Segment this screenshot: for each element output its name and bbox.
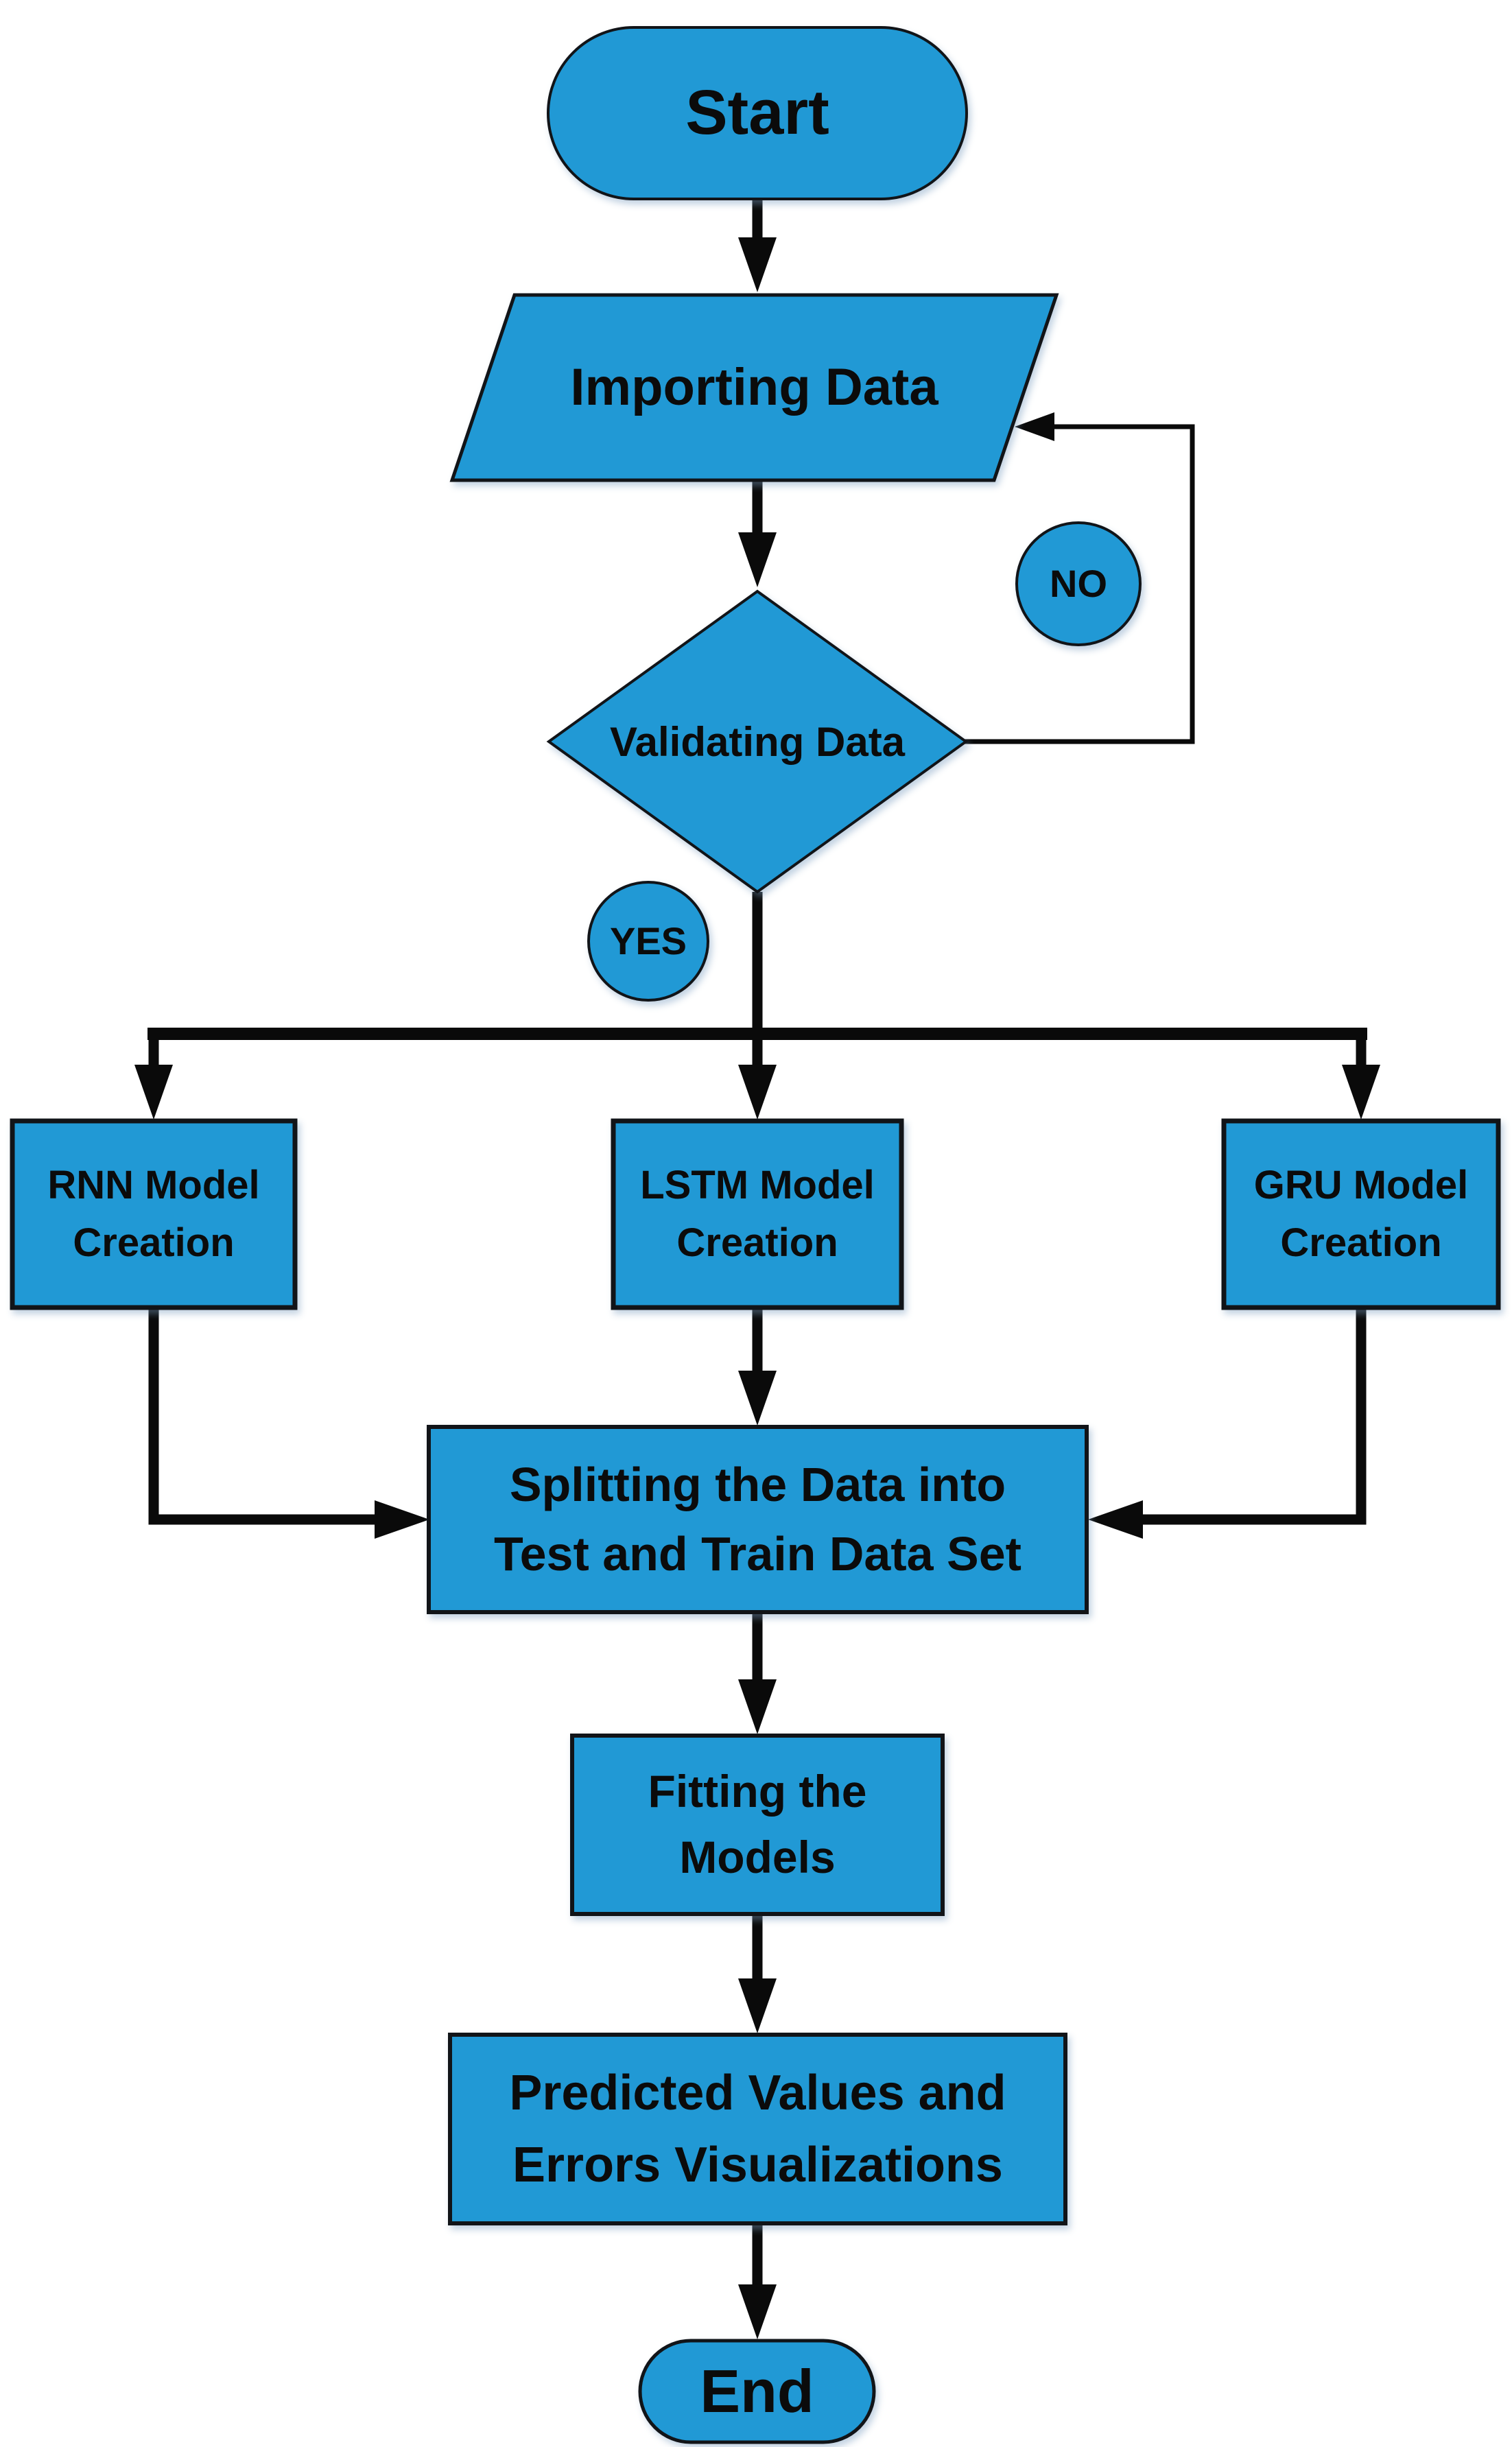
arrowhead-rnn-into-splitting: [375, 1500, 429, 1539]
arrowhead-into-end: [738, 2284, 777, 2339]
predicted-shape: [448, 2033, 1067, 2225]
no-badge-shape: [1015, 521, 1142, 646]
importing-shape: [449, 293, 1059, 482]
validating-shape: [546, 589, 969, 894]
edge-gru-splitting: [1140, 1308, 1367, 1525]
arrowhead-gru-into-splitting: [1088, 1500, 1143, 1539]
edge-rnn-splitting: [148, 1308, 377, 1525]
rnn-shape: [10, 1118, 298, 1310]
gru-shape: [1221, 1118, 1501, 1310]
arrowhead-into-rnn: [134, 1065, 173, 1120]
connector-lines: [147, 199, 1367, 2291]
arrowhead-into-importing: [738, 237, 777, 292]
arrowhead-no-loop: [1015, 412, 1054, 441]
yes-badge-shape: [587, 881, 709, 1002]
arrowhead-into-predicted: [738, 1978, 777, 2033]
arrowhead-into-fitting: [738, 1679, 777, 1734]
start-shape: [547, 26, 968, 200]
end-shape: [638, 2339, 876, 2444]
fitting-shape: [570, 1734, 945, 1916]
splitting-shape: [427, 1425, 1089, 1614]
lstm-shape: [611, 1118, 904, 1310]
edge-no-loop: [965, 424, 1195, 744]
arrowhead-into-gru: [1342, 1065, 1380, 1120]
node-shapes: [10, 26, 1501, 2444]
arrowhead-into-lstm: [738, 1065, 777, 1120]
arrowheads: [134, 237, 1380, 2339]
arrowhead-lstm-into-splitting: [738, 1371, 777, 1426]
arrowhead-into-validating: [738, 532, 777, 587]
